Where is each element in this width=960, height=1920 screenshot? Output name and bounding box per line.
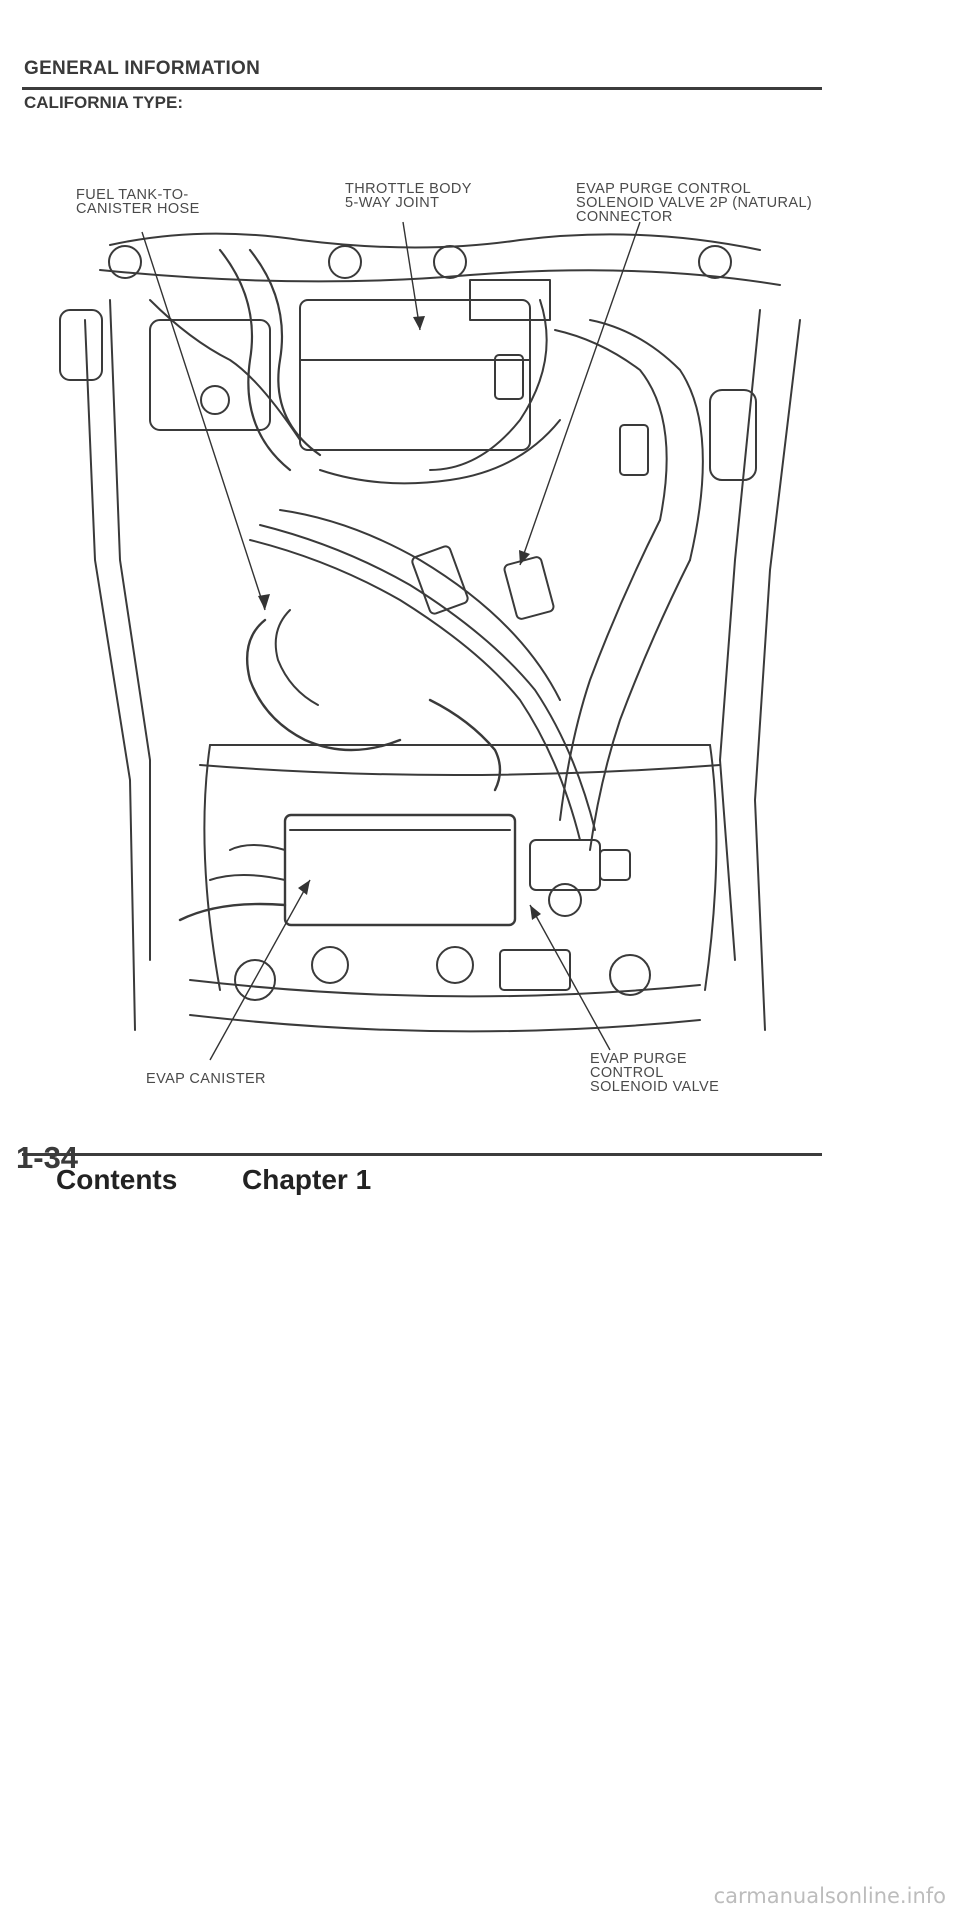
callout-line: THROTTLE BODY bbox=[345, 181, 472, 197]
callout-throttle-joint: THROTTLE BODY 5-WAY JOINT bbox=[345, 181, 472, 211]
callout-line: SOLENOID VALVE 2P (NATURAL) bbox=[576, 195, 813, 211]
contents-link[interactable]: Contents bbox=[56, 1164, 178, 1195]
callout-line: CONTROL bbox=[590, 1065, 664, 1081]
header-rule bbox=[22, 87, 822, 90]
callout-evap-valve: EVAP PURGE CONTROL SOLENOID VALVE bbox=[590, 1051, 720, 1095]
callout-line: EVAP PURGE bbox=[590, 1051, 687, 1067]
callout-evap-canister: EVAP CANISTER bbox=[146, 1071, 266, 1087]
section-title: GENERAL INFORMATION bbox=[24, 58, 261, 79]
callout-line: EVAP PURGE CONTROL bbox=[576, 181, 752, 197]
subtitle: CALIFORNIA TYPE: bbox=[24, 93, 183, 112]
callout-line: SOLENOID VALVE bbox=[590, 1079, 720, 1095]
chapter-link[interactable]: Chapter 1 bbox=[242, 1164, 372, 1195]
callout-line: FUEL TANK-TO- bbox=[76, 187, 189, 203]
footer-rule bbox=[22, 1153, 822, 1156]
page-number: 1-34 bbox=[16, 1140, 79, 1175]
callout-fuel-tank-hose: FUEL TANK-TO- CANISTER HOSE bbox=[76, 187, 200, 217]
callout-line: CONNECTOR bbox=[576, 209, 673, 225]
evap-system-illustration bbox=[59, 221, 801, 1061]
callout-line: CANISTER HOSE bbox=[76, 201, 200, 217]
callout-line: 5-WAY JOINT bbox=[345, 195, 440, 211]
callout-evap-connector: EVAP PURGE CONTROL SOLENOID VALVE 2P (NA… bbox=[576, 181, 813, 225]
watermark: carmanualsonline.info bbox=[713, 1884, 946, 1908]
callout-line: EVAP CANISTER bbox=[146, 1071, 266, 1087]
